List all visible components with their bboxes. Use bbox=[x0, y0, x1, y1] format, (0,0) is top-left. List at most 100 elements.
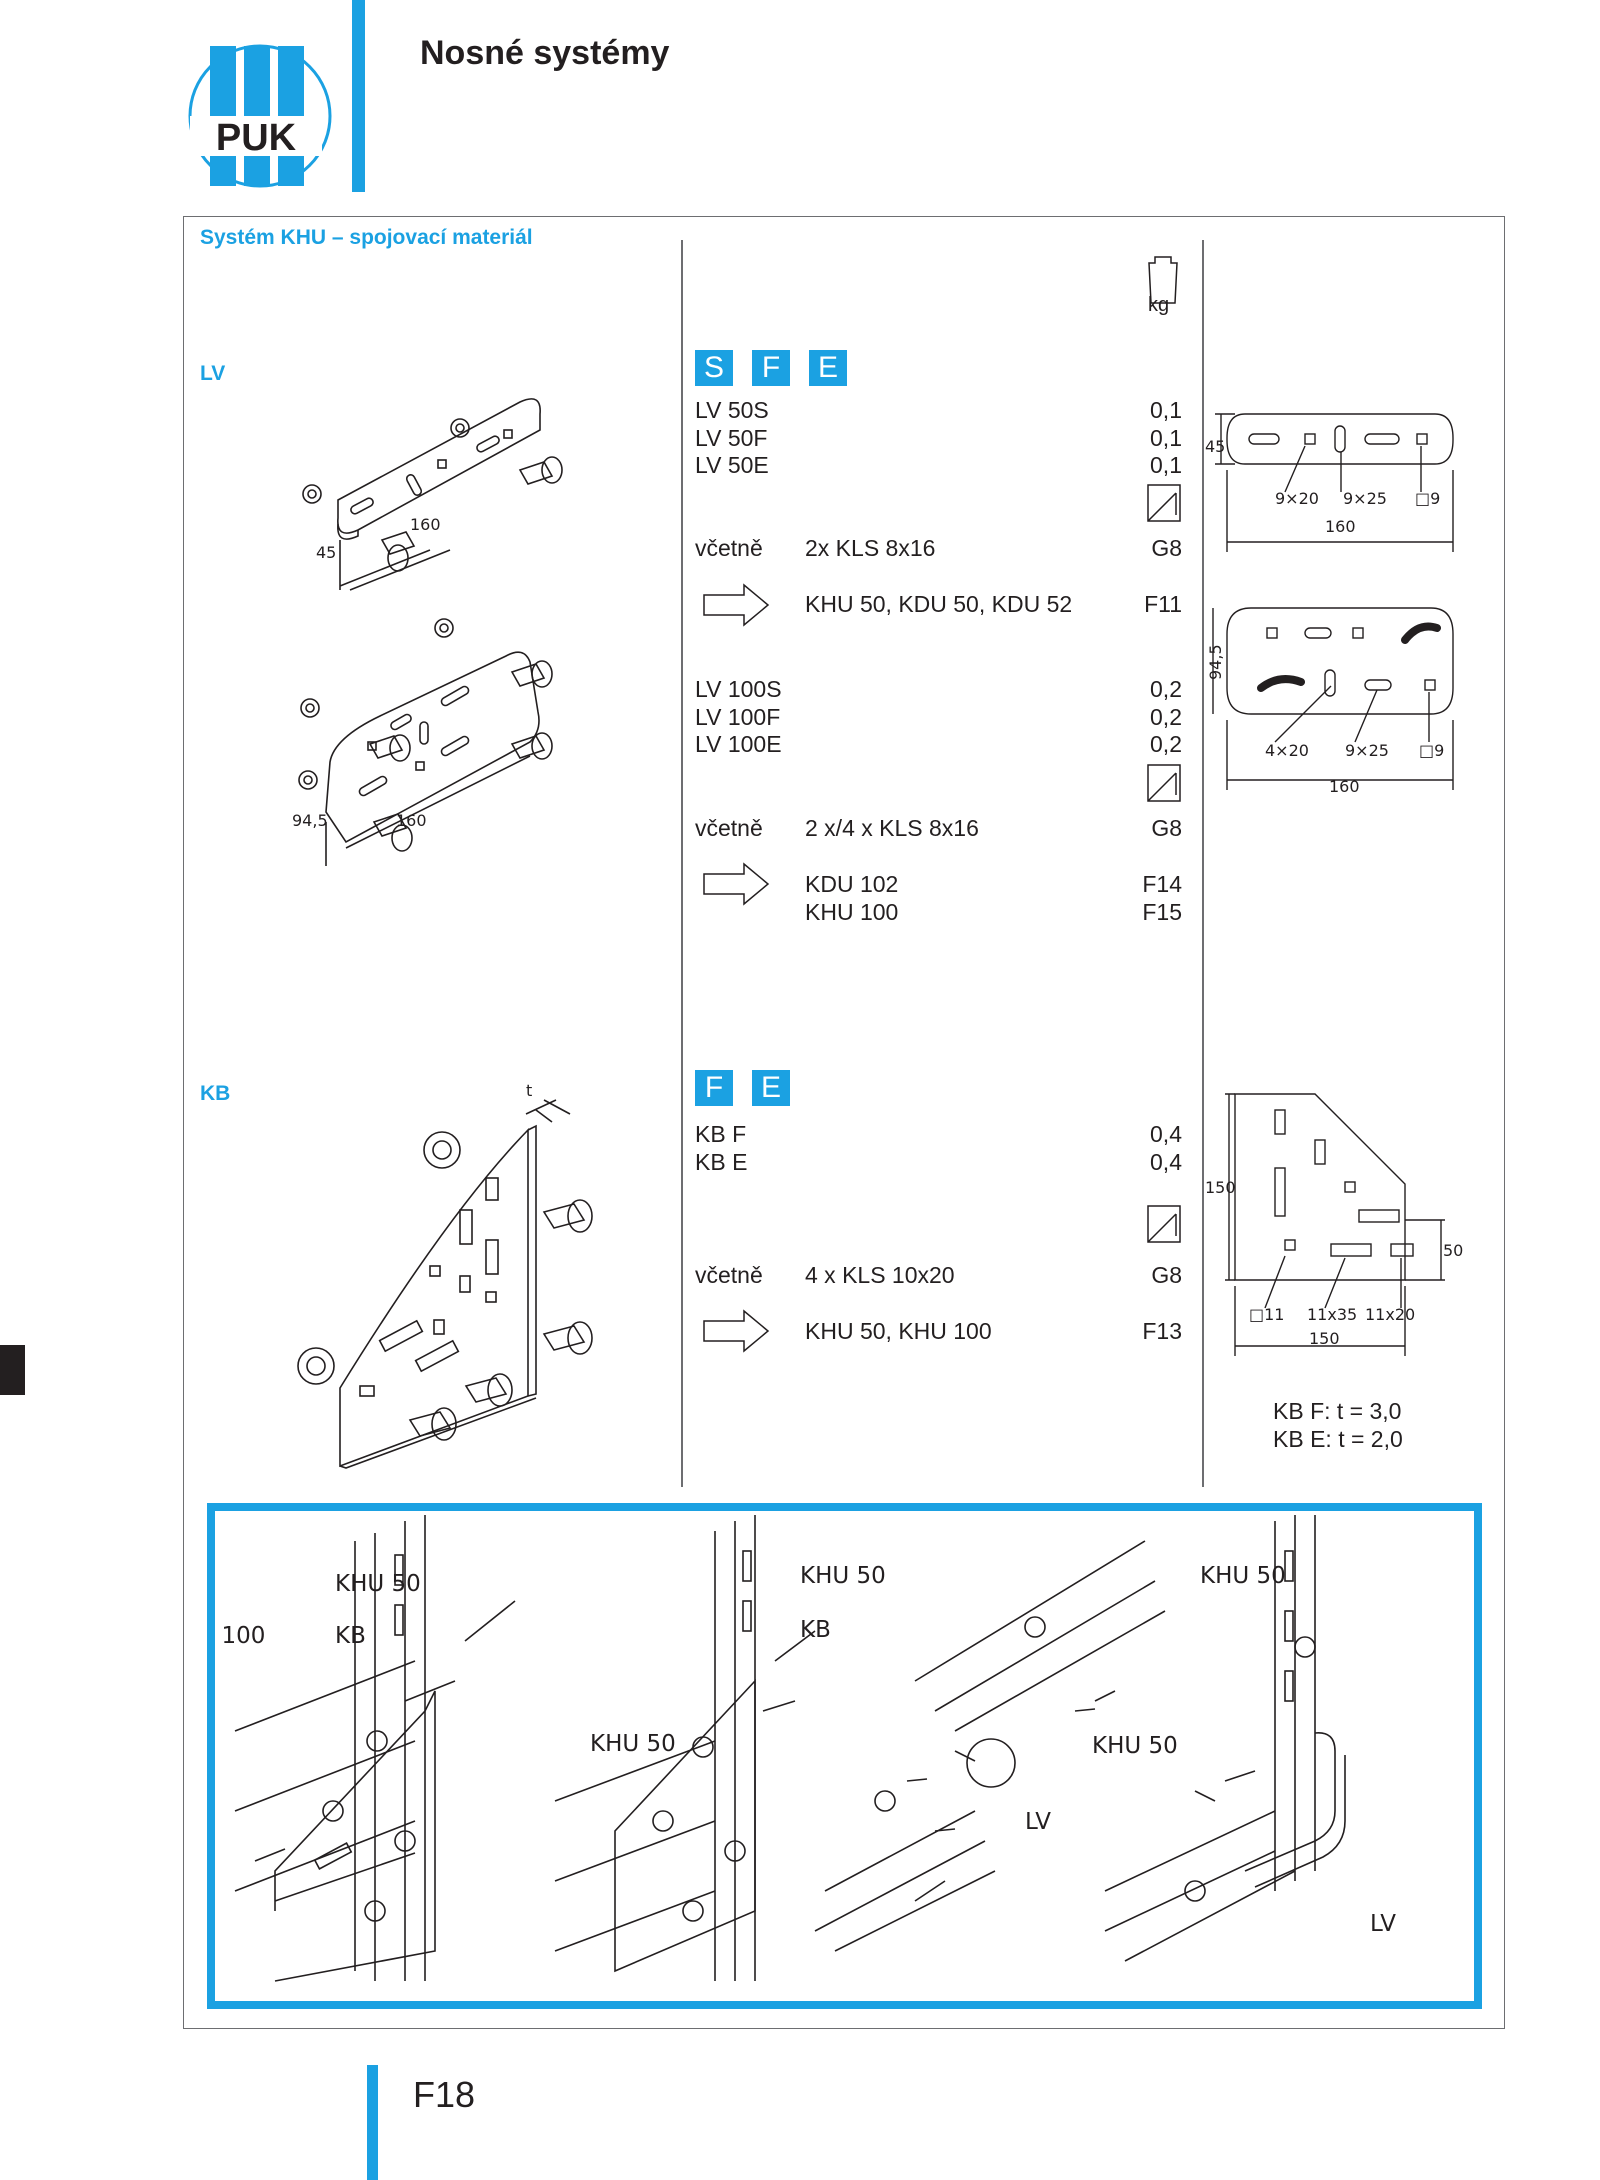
compatible-ref: F11 bbox=[1144, 591, 1182, 617]
product-name: LV 100F bbox=[695, 704, 781, 730]
product-weight: 0,1 bbox=[1150, 397, 1182, 423]
dim-slot: 9×25 bbox=[1345, 741, 1389, 760]
page-title: Nosné systémy bbox=[420, 34, 670, 72]
label-khu50: KHU 50 bbox=[335, 1571, 421, 1597]
label-khu50: KHU 50 bbox=[1200, 1563, 1286, 1589]
label-khu50: KHU 50 bbox=[800, 1563, 886, 1589]
chapter-tab bbox=[0, 1345, 25, 1395]
product-name: KB E bbox=[695, 1149, 748, 1175]
compatible-ref: F13 bbox=[1142, 1318, 1182, 1344]
kb-label: KB bbox=[200, 1082, 231, 1105]
footer-accent-bar bbox=[367, 2065, 378, 2180]
page-number: F18 bbox=[413, 2074, 476, 2115]
weight-unit: kg bbox=[1148, 294, 1170, 316]
product-weight: 0,2 bbox=[1150, 731, 1182, 757]
dim-width: 150 bbox=[1309, 1329, 1340, 1348]
dim-length: 160 bbox=[1325, 517, 1356, 536]
includes-ref: G8 bbox=[1151, 815, 1182, 841]
dim-length: 160 bbox=[1329, 777, 1360, 796]
product-name: LV 50F bbox=[695, 425, 768, 451]
product-weight: 0,2 bbox=[1150, 676, 1182, 702]
lv100-drawing: 94,5 160 bbox=[292, 618, 553, 866]
badge-f: F bbox=[752, 350, 790, 386]
package-icon bbox=[1147, 764, 1181, 802]
dim-length: 160 bbox=[410, 515, 441, 534]
lv50-drawing: 45 160 bbox=[302, 398, 563, 591]
label-lv: LV bbox=[1370, 1911, 1396, 1937]
lv-label: LV bbox=[200, 362, 226, 385]
thickness-note: KB F: t = 3,0 bbox=[1273, 1398, 1402, 1424]
dim-height: 45 bbox=[316, 543, 336, 562]
includes-value: 4 x KLS 10x20 bbox=[805, 1262, 955, 1288]
dim-side: 50 bbox=[1443, 1241, 1463, 1260]
assembly-illustration-frame bbox=[207, 1503, 1482, 2009]
section-title: Systém KHU – spojovací materiál bbox=[200, 226, 533, 249]
compatible-systems: KHU 50, KHU 100 bbox=[805, 1318, 992, 1344]
dim-length: 160 bbox=[396, 811, 427, 830]
product-weight: 0,4 bbox=[1150, 1121, 1182, 1147]
includes-ref: G8 bbox=[1151, 1262, 1182, 1288]
package-icon bbox=[1147, 484, 1181, 522]
catalog-frame bbox=[183, 216, 1505, 2029]
compatible-systems: KHU 100 bbox=[805, 899, 899, 925]
column-divider bbox=[681, 240, 683, 1487]
product-name: LV 50S bbox=[695, 397, 769, 423]
compatible-ref: F15 bbox=[1142, 899, 1182, 925]
column-divider bbox=[1202, 240, 1204, 1487]
compatible-systems: KHU 50, KDU 50, KDU 52 bbox=[805, 591, 1073, 617]
includes-label: včetně bbox=[695, 535, 763, 561]
dim-hole: □9 bbox=[1419, 741, 1444, 760]
arrow-right-icon bbox=[703, 1309, 770, 1353]
product-name: LV 100S bbox=[695, 676, 782, 702]
dim-height: 94,5 bbox=[292, 811, 328, 830]
includes-label: včetně bbox=[695, 815, 763, 841]
header-accent-bar bbox=[352, 0, 365, 192]
dim-height: 45 bbox=[1205, 437, 1225, 456]
arrow-right-icon bbox=[703, 583, 770, 627]
product-weight: 0,1 bbox=[1150, 452, 1182, 478]
dim-height: 94,5 bbox=[1206, 644, 1225, 680]
dim-slot: 11x35 bbox=[1307, 1305, 1357, 1324]
arrow-right-icon bbox=[703, 862, 770, 906]
dim-height: 150 bbox=[1205, 1178, 1236, 1197]
package-icon bbox=[1147, 1205, 1181, 1243]
label-khu100: KHU 100 bbox=[215, 1623, 265, 1649]
includes-value: 2x KLS 8x16 bbox=[805, 535, 936, 561]
product-weight: 0,1 bbox=[1150, 425, 1182, 451]
dim-slot: 9×20 bbox=[1275, 489, 1319, 508]
kb-drawing: t bbox=[297, 1081, 593, 1469]
label-lv: LV bbox=[1025, 1809, 1051, 1835]
includes-value: 2 x/4 x KLS 8x16 bbox=[805, 815, 979, 841]
badge-e: E bbox=[752, 1070, 790, 1106]
thickness-note: KB E: t = 2,0 bbox=[1273, 1426, 1403, 1452]
label-khu50: KHU 50 bbox=[590, 1731, 676, 1757]
lv50-spec-drawing: 45 9×20 9×25 □9 160 bbox=[1205, 413, 1454, 552]
includes-ref: G8 bbox=[1151, 535, 1182, 561]
logo-text: PUK bbox=[216, 117, 297, 159]
compatible-systems: KDU 102 bbox=[805, 871, 899, 897]
label-khu50: KHU 50 bbox=[1092, 1733, 1178, 1759]
weight-icon bbox=[1148, 256, 1178, 304]
product-name: LV 50E bbox=[695, 452, 769, 478]
compatible-ref: F14 bbox=[1142, 871, 1182, 897]
lv100-spec-drawing: 94,5 4×20 9×25 □9 160 bbox=[1206, 607, 1454, 796]
dim-hole: □11 bbox=[1249, 1305, 1284, 1324]
dim-slot: 4×20 bbox=[1265, 741, 1309, 760]
kb-spec-drawing: 150 50 □11 11x35 11x20 150 bbox=[1205, 1093, 1463, 1356]
product-name: KB F bbox=[695, 1121, 747, 1147]
dim-hole: □9 bbox=[1415, 489, 1440, 508]
label-kb: KB bbox=[335, 1623, 366, 1649]
product-weight: 0,2 bbox=[1150, 704, 1182, 730]
product-weight: 0,4 bbox=[1150, 1149, 1182, 1175]
dim-slot: 9×25 bbox=[1343, 489, 1387, 508]
badge-f: F bbox=[695, 1070, 733, 1106]
badge-e: E bbox=[809, 350, 847, 386]
product-name: LV 100E bbox=[695, 731, 782, 757]
label-kb: KB bbox=[800, 1617, 831, 1643]
thickness-symbol: t bbox=[526, 1081, 532, 1100]
puk-logo: PUK bbox=[188, 44, 332, 188]
badge-s: S bbox=[695, 350, 733, 386]
dim-slot: 11x20 bbox=[1365, 1305, 1415, 1324]
includes-label: včetně bbox=[695, 1262, 763, 1288]
assembly-illustration: KHU 50 KHU 100 KB KHU 50 KHU 50 KB KHU 5… bbox=[215, 1515, 1396, 1982]
